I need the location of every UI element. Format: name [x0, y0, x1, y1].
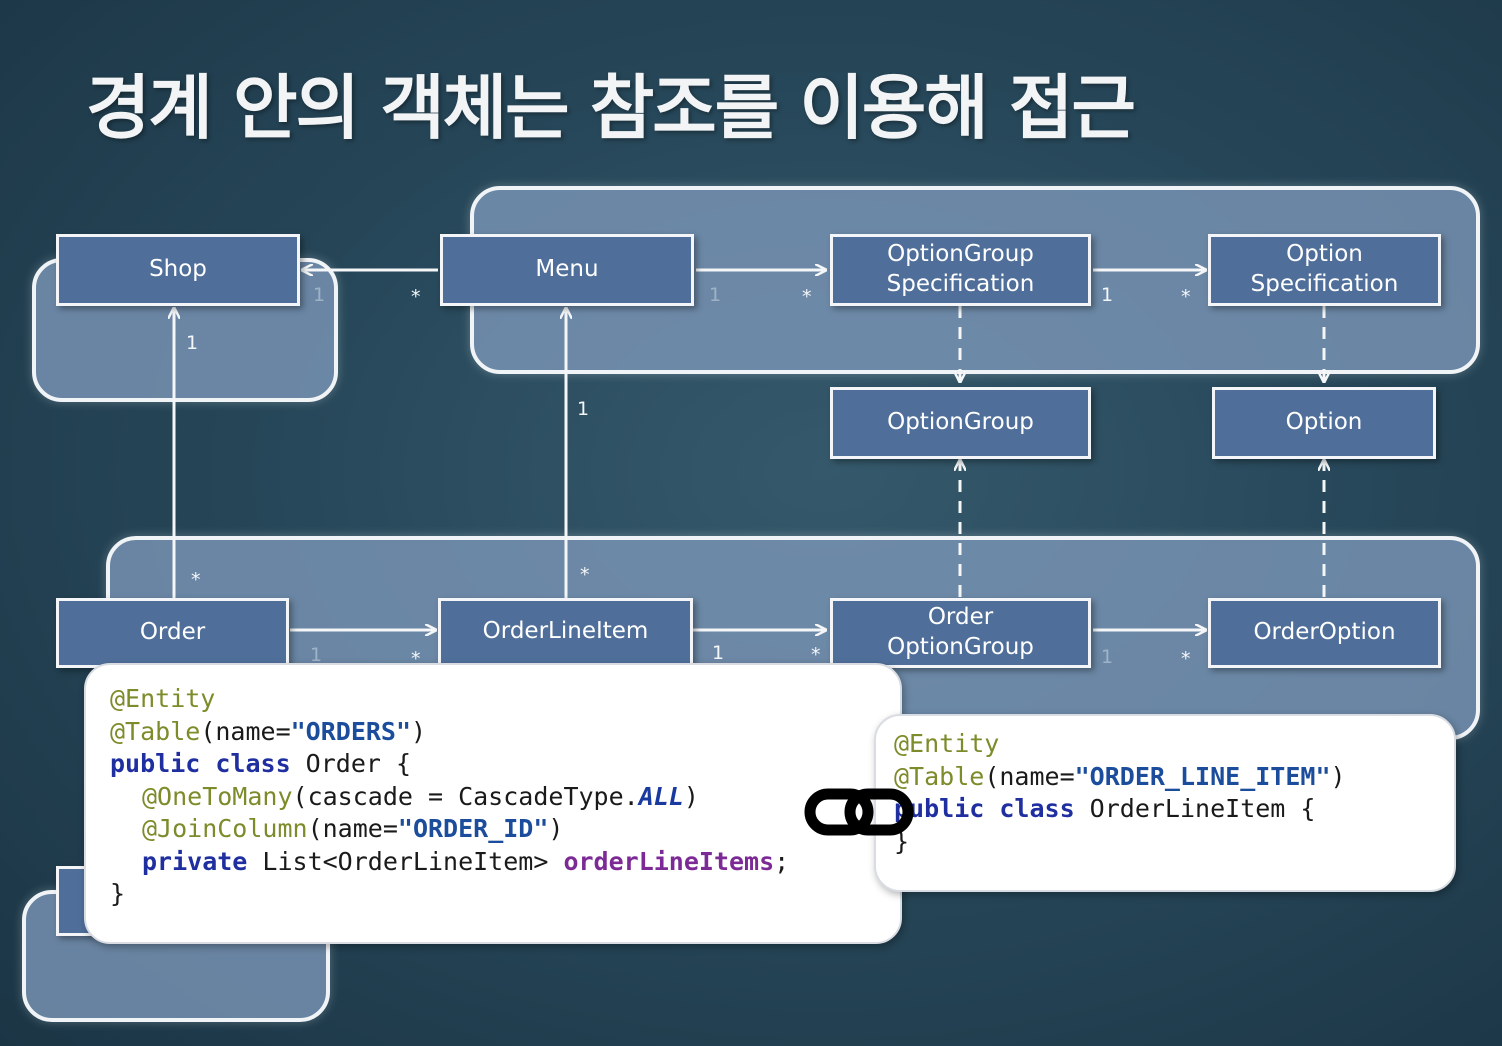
multiplicity-label: 1 [709, 284, 722, 306]
slide-title: 경계 안의 객체는 참조를 이용해 접근 [86, 67, 1136, 149]
option-group-specification-class-box: OptionGroup Specification [830, 234, 1091, 306]
multiplicity-label: 1 [310, 644, 323, 666]
order-option-group-class-box: Order OptionGroup [830, 598, 1091, 668]
order-entity-code-block: @Entity@Table(name="ORDERS")public class… [84, 663, 902, 944]
option-group-class-box: OptionGroup [830, 387, 1091, 459]
multiplicity-label: 1 [1101, 646, 1114, 668]
shop-class-box: Shop [56, 234, 300, 306]
option-class-box: Option [1212, 387, 1436, 459]
code-text: } [110, 879, 126, 908]
code-line: } [894, 826, 1454, 859]
option-specification-class-box: Option Specification [1208, 234, 1441, 306]
code-field: orderLineItems [563, 846, 775, 876]
code-text: Order { [290, 749, 412, 778]
option-specification-label-line1: Option [1286, 241, 1363, 268]
multiplicity-label: 1 [1101, 284, 1114, 306]
shop-class-label: Shop [149, 256, 207, 283]
chain-link-icon [804, 788, 914, 836]
code-line: public class Order { [110, 748, 900, 781]
code-text: OrderLineItem { [1074, 794, 1316, 823]
code-line: @Entity [110, 683, 900, 716]
code-string: "ORDERS" [290, 716, 412, 746]
order-line-item-class-box: OrderLineItem [438, 598, 693, 666]
annotation-table: @Table [894, 761, 985, 791]
multiplicity-label: 1 [186, 332, 199, 354]
code-line: public class OrderLineItem { [894, 793, 1454, 826]
annotation-one-to-many: @OneToMany [142, 781, 293, 811]
option-group-specification-label-line2: Specification [886, 271, 1035, 297]
code-text: (name= [200, 716, 291, 746]
code-text: List<OrderLineItem> [247, 846, 564, 876]
annotation-entity: @Entity [894, 729, 1000, 758]
code-keyword: public class [110, 749, 291, 778]
option-group-class-label: OptionGroup [887, 409, 1034, 436]
multiplicity-label: * [411, 286, 421, 308]
code-line: private List<OrderLineItem> orderLineIte… [110, 846, 900, 879]
code-text: ) [548, 814, 564, 843]
order-option-group-label-line2: OptionGroup [887, 634, 1034, 660]
order-option-group-label-line1: Order [927, 604, 994, 631]
code-text: ) [1330, 761, 1346, 791]
multiplicity-label: * [802, 286, 812, 308]
code-text: (name= [984, 761, 1075, 791]
order-class-box: Order [56, 598, 289, 668]
option-class-label: Option [1285, 409, 1363, 436]
code-text: ) [683, 781, 699, 811]
code-text: (name= [307, 814, 398, 843]
code-keyword: public class [894, 794, 1075, 823]
annotation-join-column: @JoinColumn [142, 814, 308, 843]
code-text: ) [411, 716, 427, 746]
multiplicity-label: 1 [712, 642, 725, 664]
multiplicity-label: * [1181, 286, 1191, 308]
multiplicity-label: * [191, 569, 201, 591]
order-class-label: Order [139, 619, 206, 646]
code-line: } [110, 878, 900, 911]
code-text: (cascade = CascadeType. [292, 781, 639, 811]
code-constant: ALL [638, 781, 684, 811]
multiplicity-label: * [1181, 648, 1191, 670]
annotation-table: @Table [110, 716, 201, 746]
code-line: @Table(name="ORDERS") [110, 716, 900, 749]
menu-class-label: Menu [535, 256, 599, 283]
option-specification-label-line2: Specification [1250, 271, 1399, 297]
code-string: "ORDER_ID" [397, 814, 549, 843]
code-line: @Entity [894, 728, 1454, 761]
code-line: @OneToMany(cascade = CascadeType.ALL) [110, 781, 900, 814]
code-string: "ORDER_LINE_ITEM" [1074, 761, 1331, 791]
multiplicity-label: * [811, 644, 821, 666]
multiplicity-label: 1 [577, 398, 590, 420]
order-line-item-entity-code-block: @Entity@Table(name="ORDER_LINE_ITEM")pub… [874, 714, 1456, 892]
menu-class-box: Menu [440, 234, 694, 306]
code-text: ; [774, 846, 790, 876]
multiplicity-label: * [411, 648, 421, 670]
code-line: @JoinColumn(name="ORDER_ID") [110, 813, 900, 846]
option-group-specification-label-line1: OptionGroup [887, 241, 1034, 268]
code-line: @Table(name="ORDER_LINE_ITEM") [894, 761, 1454, 794]
order-option-class-box: OrderOption [1208, 598, 1441, 668]
order-option-class-label: OrderOption [1253, 619, 1396, 646]
annotation-entity: @Entity [110, 684, 216, 713]
multiplicity-label: * [580, 564, 590, 586]
multiplicity-label: 1 [313, 284, 326, 306]
order-line-item-class-label: OrderLineItem [482, 618, 649, 645]
code-keyword: private [142, 846, 248, 876]
